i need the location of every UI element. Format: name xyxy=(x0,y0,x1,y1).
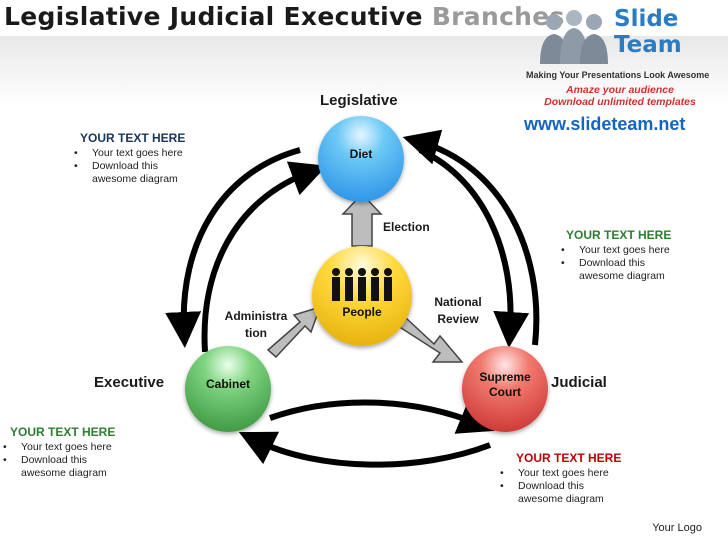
text-block-top-left: YOUR TEXT HERE Your text goes here Downl… xyxy=(56,131,236,186)
arrow-jud-to-leg xyxy=(402,129,540,346)
court-label-line1: Supreme xyxy=(479,370,531,384)
team-people-icon xyxy=(540,10,608,64)
administration-label: Administra tion xyxy=(214,309,298,340)
text-block-heading: YOUR TEXT HERE xyxy=(80,131,186,145)
arrow-exec-to-jud xyxy=(269,399,495,434)
executive-label: Executive xyxy=(94,374,165,391)
arrow-leg-to-exec xyxy=(165,147,301,348)
cabinet-label: Cabinet xyxy=(205,376,250,391)
bullet-item: Your text goes here xyxy=(74,147,236,160)
people-label: People xyxy=(342,304,382,319)
people-group-icon xyxy=(332,267,392,301)
arrow-leg-to-jud xyxy=(418,147,530,348)
title-main: Legislative Judicial Executive xyxy=(4,2,423,31)
national-review-line1: National xyxy=(434,295,482,309)
text-block-heading: YOUR TEXT HERE xyxy=(516,451,622,465)
brand-name-line1: Slide xyxy=(614,6,679,32)
text-block-heading: YOUR TEXT HERE xyxy=(10,425,116,439)
bullet-item: Download this awesome diagram xyxy=(3,454,121,480)
arrow-jud-to-exec xyxy=(238,431,492,468)
bullet-item: Download this awesome diagram xyxy=(74,160,192,186)
arrow-people-to-diet xyxy=(341,192,383,247)
brand-name-line2: Team xyxy=(614,32,682,58)
judicial-label: Judicial xyxy=(551,374,607,391)
administration-line1: Administra xyxy=(224,309,288,323)
supreme-court-circle: Supreme Court xyxy=(462,346,548,432)
arrow-exec-to-leg xyxy=(201,161,327,353)
diet-label: Diet xyxy=(349,146,373,161)
cabinet-circle: Cabinet xyxy=(185,346,271,432)
brand-tagline: Making Your Presentations Look Awesome xyxy=(526,70,710,80)
bullet-item: Your text goes here xyxy=(3,441,180,454)
page-title: Legislative Judicial Executive Branches xyxy=(4,2,565,31)
bullet-item: Your text goes here xyxy=(561,244,708,257)
election-label: Election xyxy=(383,220,430,234)
bullet-item: Download this awesome diagram xyxy=(561,257,679,283)
brand-url[interactable]: www.slideteam.net xyxy=(524,114,686,134)
text-block-right: YOUR TEXT HERE Your text goes here Downl… xyxy=(548,228,708,283)
people-circle: People xyxy=(312,246,412,346)
diet-circle: Diet xyxy=(318,116,404,202)
arrow-people-to-cabinet xyxy=(266,305,322,359)
header-band xyxy=(0,36,728,106)
logo-placeholder: Your Logo xyxy=(652,522,702,534)
text-block-heading: YOUR TEXT HERE xyxy=(566,228,672,242)
arrow-people-to-court xyxy=(396,316,464,363)
promo-line2: Download unlimited templates xyxy=(544,96,696,108)
court-label-line2: Court xyxy=(489,385,521,399)
legislative-label: Legislative xyxy=(320,92,398,109)
administration-line2: tion xyxy=(245,326,267,340)
title-faded: Branches xyxy=(431,2,565,31)
text-block-bottom-right: YOUR TEXT HERE Your text goes here Downl… xyxy=(492,451,652,506)
promo-line1: Amaze your audience xyxy=(566,84,674,96)
national-review-line2: Review xyxy=(437,312,479,326)
text-block-bottom-left: YOUR TEXT HERE Your text goes here Downl… xyxy=(0,425,180,480)
bullet-item: Your text goes here xyxy=(500,467,652,480)
bullet-item: Download this awesome diagram xyxy=(500,480,618,506)
